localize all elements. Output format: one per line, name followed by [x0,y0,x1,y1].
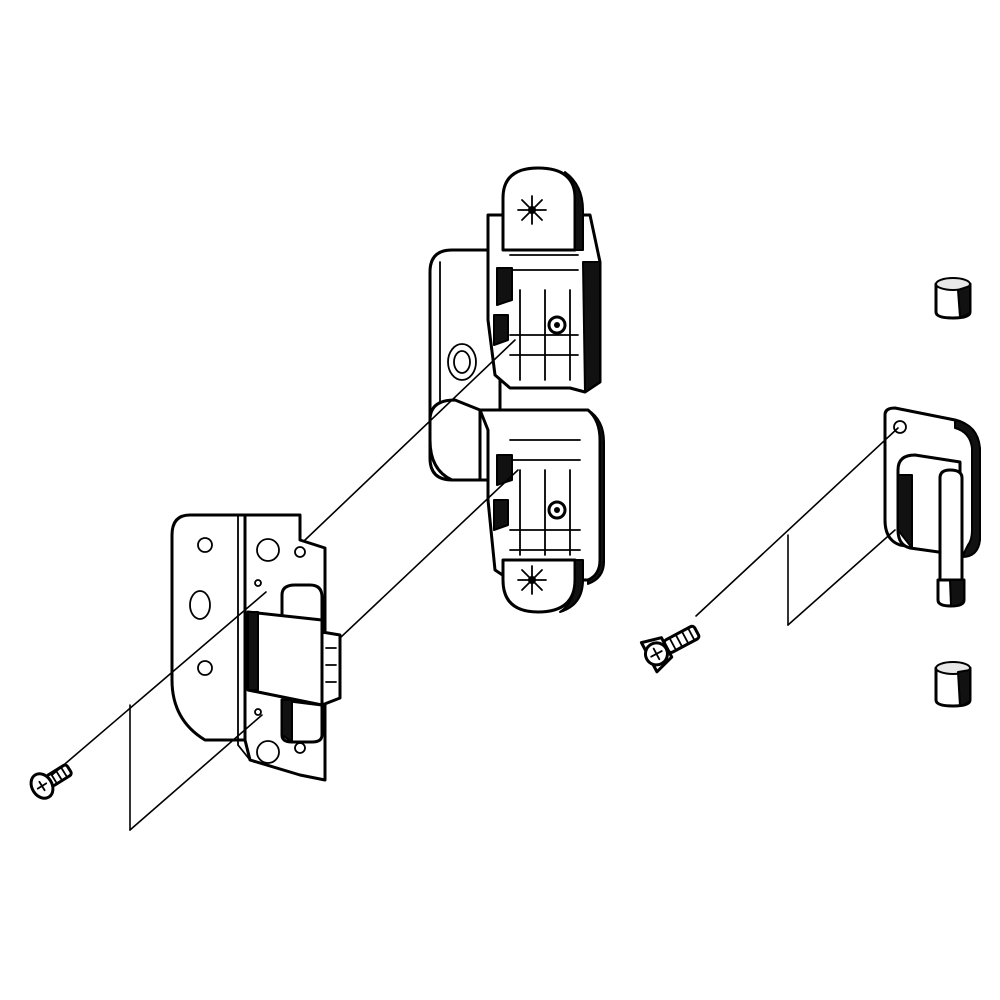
star-logo-icon [517,195,547,225]
hinge-plate [170,513,342,782]
bushing-upper [934,277,972,320]
bolt [639,624,701,674]
screw [29,763,73,800]
star-logo-icon [517,565,547,595]
hinge-pin-assembly [883,406,981,608]
hinge-bracket-lower [428,398,605,614]
leader-lines [51,339,899,831]
bushing-lower [934,661,972,708]
